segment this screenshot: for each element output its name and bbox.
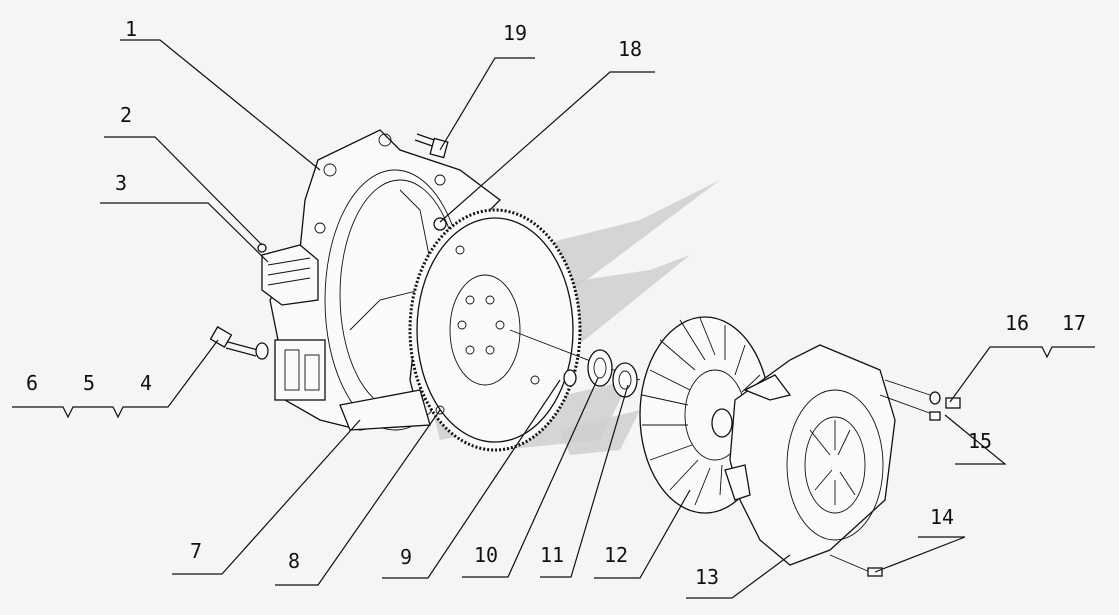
callout-11: 11 — [540, 543, 564, 567]
leader-lines — [12, 39, 1095, 599]
callout-5: 5 — [83, 371, 95, 395]
callout-labels: 1 2 3 4 5 6 7 8 9 10 11 12 13 14 15 16 1… — [26, 17, 1086, 589]
callout-8: 8 — [288, 549, 300, 573]
callout-2: 2 — [120, 103, 132, 127]
callout-1: 1 — [125, 17, 137, 41]
inspection-cover — [257, 243, 319, 306]
callout-18: 18 — [618, 37, 642, 61]
callout-13: 13 — [695, 565, 719, 589]
clutch-cover — [724, 344, 896, 566]
callout-12: 12 — [604, 543, 628, 567]
callout-14: 14 — [930, 505, 954, 529]
callout-17: 17 — [1062, 311, 1086, 335]
callout-10: 10 — [474, 543, 498, 567]
callout-6: 6 — [26, 371, 38, 395]
callout-7: 7 — [190, 539, 202, 563]
callout-9: 9 — [400, 545, 412, 569]
callout-15: 15 — [968, 429, 992, 453]
pilot-bearing-set — [509, 329, 641, 398]
callout-19: 19 — [503, 21, 527, 45]
callout-3: 3 — [115, 171, 127, 195]
callout-16: 16 — [1005, 311, 1029, 335]
flywheel — [408, 208, 582, 452]
callout-4: 4 — [140, 371, 152, 395]
housing-bolt-set — [209, 326, 269, 360]
